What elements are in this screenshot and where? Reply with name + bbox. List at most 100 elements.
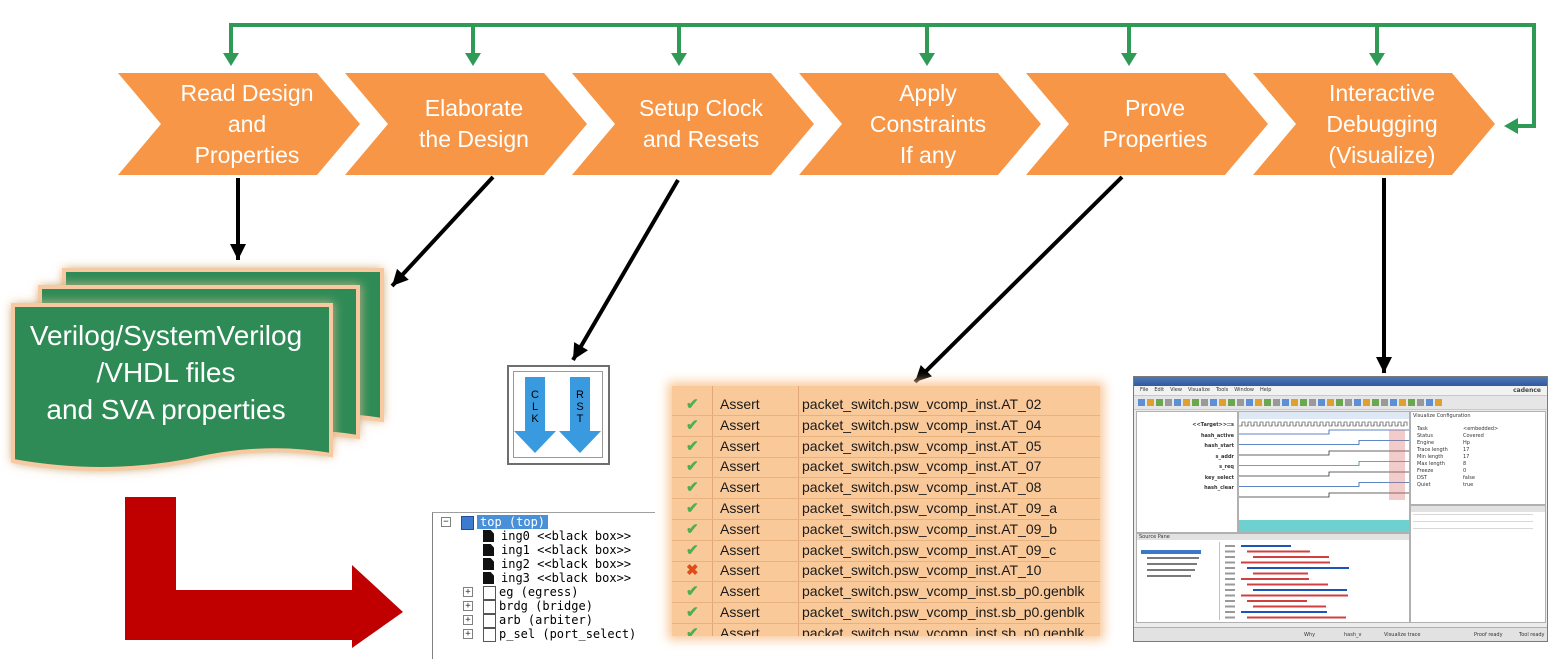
tree-node[interactable]: ing0 <<black box>> xyxy=(433,529,655,543)
expand-icon[interactable]: + xyxy=(463,601,473,611)
toolbar-button[interactable] xyxy=(1255,399,1262,406)
assertion-name: packet_switch.psw_vcomp_inst.AT_09_b xyxy=(802,520,1057,537)
toolbar-button[interactable] xyxy=(1345,399,1352,406)
assertion-name: packet_switch.psw_vcomp_inst.AT_02 xyxy=(802,396,1042,412)
tree-node[interactable]: ing1 <<black box>> xyxy=(433,543,655,557)
assertion-name: packet_switch.psw_vcomp_inst.AT_04 xyxy=(802,416,1042,433)
toolbar-button[interactable] xyxy=(1219,399,1226,406)
toolbar-button[interactable] xyxy=(1228,399,1235,406)
toolbar-button[interactable] xyxy=(1300,399,1307,406)
toolbar-button[interactable] xyxy=(1390,399,1397,406)
menu-item[interactable]: View xyxy=(1170,387,1182,393)
toolbar-button[interactable] xyxy=(1426,399,1433,406)
arrow-debug-head xyxy=(1376,357,1392,373)
tree-node[interactable]: +brdg (bridge) xyxy=(433,599,655,614)
toolbar-button[interactable] xyxy=(1408,399,1415,406)
toolbar-button[interactable] xyxy=(1156,399,1163,406)
tree-node[interactable]: −top (top) xyxy=(433,515,655,530)
red-arrow-shape xyxy=(125,497,403,648)
black-box-icon xyxy=(483,530,494,542)
tree-node[interactable]: +eg (egress) xyxy=(433,585,655,600)
signal-name[interactable]: hash_start xyxy=(1204,443,1234,449)
toolbar-button[interactable] xyxy=(1237,399,1244,406)
signal-name[interactable]: s_req xyxy=(1219,464,1234,470)
toolbar-button[interactable] xyxy=(1201,399,1208,406)
menu-item[interactable]: Window xyxy=(1234,387,1255,393)
expand-icon[interactable]: + xyxy=(463,587,473,597)
assertion-type: Assert xyxy=(720,437,760,454)
debugger-titlebar xyxy=(1134,377,1547,386)
menu-item[interactable]: Visualize xyxy=(1187,387,1210,393)
signal-name[interactable]: s_addr xyxy=(1215,453,1234,460)
cadence-logo: cadence xyxy=(1513,387,1541,394)
tree-node[interactable]: +p_sel (port_select) xyxy=(433,627,655,642)
toolbar-button[interactable] xyxy=(1165,399,1172,406)
tree-node[interactable]: +arb (arbiter) xyxy=(433,613,655,628)
toolbar-button[interactable] xyxy=(1282,399,1289,406)
menu-item[interactable]: Tools xyxy=(1215,387,1229,393)
check-icon: ✔ xyxy=(686,479,699,497)
toolbar-button[interactable] xyxy=(1372,399,1379,406)
toolbar-button[interactable] xyxy=(1327,399,1334,406)
line-number xyxy=(1225,556,1235,558)
collapse-icon[interactable]: − xyxy=(441,517,451,527)
toolbar-button[interactable] xyxy=(1138,399,1145,406)
toolbar-button[interactable] xyxy=(1183,399,1190,406)
toolbar-button[interactable] xyxy=(1381,399,1388,406)
cycle-ruler xyxy=(1239,520,1409,532)
toolbar-button[interactable] xyxy=(1273,399,1280,406)
toolbar-button[interactable] xyxy=(1192,399,1199,406)
loop-arrowhead-3 xyxy=(671,53,687,66)
signal-name[interactable]: <<Target>>::s xyxy=(1192,422,1234,428)
line-number xyxy=(1225,572,1235,575)
toolbar-button[interactable] xyxy=(1174,399,1181,406)
toolbar-button[interactable] xyxy=(1363,399,1370,406)
toolbar-button[interactable] xyxy=(1147,399,1154,406)
toolbar-button[interactable] xyxy=(1309,399,1316,406)
toolbar-button[interactable] xyxy=(1354,399,1361,406)
toolbar-button[interactable] xyxy=(1435,399,1442,406)
toolbar-button[interactable] xyxy=(1210,399,1217,406)
toolbar-button[interactable] xyxy=(1336,399,1343,406)
toolbar-button[interactable] xyxy=(1264,399,1271,406)
step-chevron-6 xyxy=(1253,73,1495,175)
toolbar-button[interactable] xyxy=(1318,399,1325,406)
status-text: Why xyxy=(1304,632,1316,638)
config-key: Status xyxy=(1417,433,1433,439)
signal-name[interactable]: hash_clear xyxy=(1204,485,1234,491)
signal-name[interactable]: key_select xyxy=(1204,474,1234,481)
assertion-name: packet_switch.psw_vcomp_inst.sb_p0.genbl… xyxy=(802,583,1085,600)
menu-item[interactable]: Help xyxy=(1260,387,1272,393)
assertion-name: packet_switch.psw_vcomp_inst.sb_p0.genbl… xyxy=(802,604,1085,620)
black-box-icon xyxy=(483,558,494,570)
code-line xyxy=(1241,611,1327,613)
check-icon: ✔ xyxy=(686,520,699,538)
signal-name[interactable]: hash_active xyxy=(1200,432,1234,439)
menu-item[interactable]: Edit xyxy=(1154,387,1165,393)
toolbar-button[interactable] xyxy=(1399,399,1406,406)
toolbar-button[interactable] xyxy=(1246,399,1253,406)
loop-arrowhead-1 xyxy=(223,53,239,66)
toolbar-button[interactable] xyxy=(1417,399,1424,406)
expand-icon[interactable]: + xyxy=(463,629,473,639)
expand-icon[interactable]: + xyxy=(463,615,473,625)
line-number xyxy=(1225,611,1235,613)
toolbar-button[interactable] xyxy=(1291,399,1298,406)
tree-node[interactable]: ing2 <<black box>> xyxy=(433,557,655,571)
config-value: true xyxy=(1463,482,1474,488)
config-value: <embedded> xyxy=(1463,426,1499,432)
menu-item[interactable]: File xyxy=(1140,387,1149,393)
tree-node[interactable]: ing3 <<black box>> xyxy=(433,571,655,585)
